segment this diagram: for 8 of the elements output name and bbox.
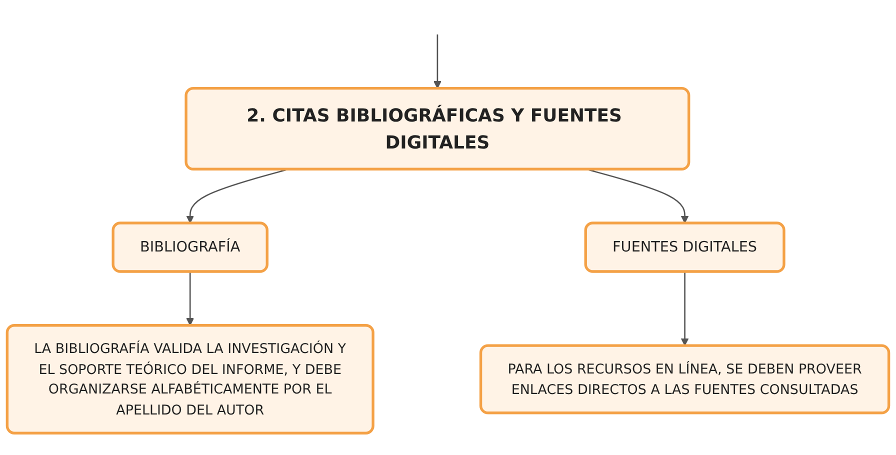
topic-box: LA BIBLIOGRAFÍA VALIDA LA INVESTIGACIÓN Y EL SOPORTE TEÓRICO DEL INFORME, Y DEBE ORGANIZARSE ALFABÉTICAMENTE POR EL APELLIDO DEL AUTOR: [6, 324, 374, 434]
topic-box: BIBLIOGRAFÍA: [112, 222, 268, 273]
topic-box: PARA LOS RECURSOS EN LÍNEA, SE DEBEN PROVEER ENLACES DIRECTOS A LAS FUENTES CONSULTADAS: [479, 344, 890, 414]
topic-box: FUENTES DIGITALES: [584, 222, 786, 273]
arrow: [434, 34, 442, 89]
arrow: [680, 272, 689, 346]
topic-box: 2. CITAS BIBLIOGRÁFICAS Y FUENTES DIGITALES: [184, 86, 690, 170]
arrow: [186, 272, 194, 326]
